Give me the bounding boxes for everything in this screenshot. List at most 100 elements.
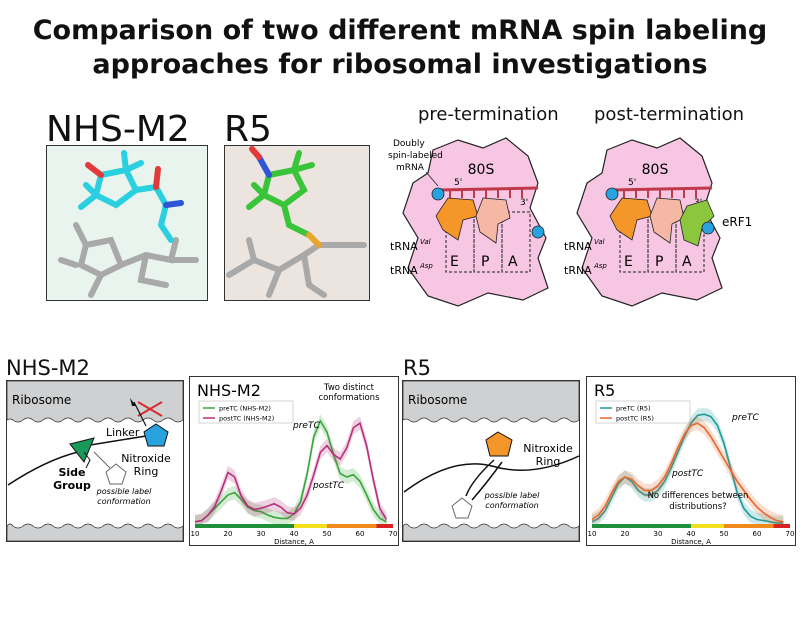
possible-label-2: conformation: [485, 501, 538, 510]
spin-label-3prime: [531, 225, 545, 239]
series-line-1: [591, 422, 784, 523]
nhs-section-heading: NHS-M2: [6, 356, 90, 380]
nitroxide-label-1: Nitroxide: [523, 442, 573, 455]
trna-asp-shape: [649, 197, 685, 244]
x-tick-label: 60: [753, 530, 762, 538]
mrna-label-2: spin-labeled: [388, 151, 443, 161]
nitroxide-ring-pentagon: [485, 431, 513, 457]
figure-title-line2: approaches for ribosomal investigations: [92, 49, 708, 80]
distance-range-bar-3: [773, 524, 790, 528]
pre-termination-diagram: 80S Doubly spin-labeled mRNA 5' 3' E P A…: [388, 137, 549, 307]
ribosome-label: 80S: [468, 162, 495, 178]
pre-termination-title: pre-termination: [418, 104, 559, 125]
mrna-strand: [611, 186, 713, 192]
distance-range-bar-3: [376, 524, 393, 528]
cross-icon: [137, 401, 163, 417]
r5-molecule-image: [224, 145, 370, 301]
swing-arrow-icon: [465, 459, 495, 497]
x-tick-label: 70: [786, 530, 795, 538]
ribosome-label: 80S: [642, 162, 669, 178]
five-prime-label: 5': [454, 178, 462, 188]
nhs-structure-label: NHS-M2: [46, 109, 190, 150]
site-p-label: P: [481, 254, 489, 270]
trna-val-shape: [435, 197, 479, 241]
chart-title: R5: [594, 381, 615, 400]
legend-label-0: preTC (NHS-M2): [219, 405, 271, 413]
legend-label-0: preTC (R5): [616, 405, 651, 413]
ribosome-80s-shape: [576, 137, 723, 307]
trna-asp-sup: Asp: [593, 262, 607, 270]
nhs-molecule-image: [46, 145, 208, 301]
ribosome-80s-shape: [402, 137, 549, 307]
x-tick-label: 30: [257, 530, 266, 538]
erf1-shape: [679, 199, 715, 247]
ribosome-label: Ribosome: [408, 393, 467, 407]
site-a-label: A: [682, 254, 692, 270]
nitroxide-label-1: Nitroxide: [121, 452, 171, 465]
distance-range-bar-1: [294, 524, 327, 528]
nitroxide-label-2: Ring: [134, 465, 159, 478]
side-group-label-1: Side: [58, 466, 85, 479]
chart-frame: [586, 376, 796, 546]
r5-structure-label: R5: [224, 109, 272, 150]
distance-range-bar-1: [691, 524, 724, 528]
x-tick-label: 30: [654, 530, 663, 538]
nitroxide-label-2: Ring: [536, 455, 561, 468]
x-axis-label: Distance, A: [671, 538, 711, 546]
x-tick-label: 50: [323, 530, 332, 538]
site-e-label: E: [624, 254, 633, 270]
nitroxide-ring-pentagon: [143, 423, 169, 447]
series-line-0: [194, 419, 387, 523]
figure-title-line1: Comparison of two different mRNA spin la…: [32, 15, 768, 46]
mrna-backbone: [7, 451, 79, 486]
trna-asp-sup: Asp: [419, 262, 433, 270]
distance-range-bar-0: [592, 524, 691, 528]
linker-label: Linker: [106, 426, 140, 439]
trna-asp-shape: [475, 197, 511, 244]
site-a-label: A: [508, 254, 518, 270]
series-line-1: [194, 421, 388, 523]
x-tick-label: 60: [356, 530, 365, 538]
mrna-label-3: mRNA: [396, 163, 425, 173]
chart-title: NHS-M2: [197, 381, 261, 400]
series-band-0: [592, 407, 784, 524]
annotation-no-difference-2: distributions?: [669, 502, 726, 512]
spin-label-3prime: [701, 221, 715, 235]
annotation-pretc: preTC: [731, 413, 759, 423]
possible-label-1: possible label: [484, 491, 540, 500]
annotation-pretc: preTC: [292, 421, 320, 431]
mrna-label-1: Doubly: [393, 139, 425, 149]
spin-label-5prime: [431, 187, 445, 201]
post-termination-title: post-termination: [594, 104, 745, 125]
x-tick-label: 10: [588, 530, 597, 538]
series-band-0: [195, 414, 387, 524]
distance-range-bar-2: [724, 524, 774, 528]
annotation-two-distinct-2: conformations: [319, 393, 381, 403]
x-tick-label: 40: [687, 530, 696, 538]
possible-label-2: conformation: [97, 497, 150, 506]
distance-range-bar-0: [195, 524, 294, 528]
trna-asp-label: tRNA: [390, 264, 418, 277]
legend-box: [198, 400, 294, 424]
x-tick-label: 70: [389, 530, 398, 538]
mrna-backbone: [403, 455, 580, 493]
x-tick-label: 10: [191, 530, 200, 538]
x-tick-label: 50: [720, 530, 729, 538]
legend-box: [595, 400, 691, 424]
mrna-strand: [437, 186, 539, 192]
chart-frame: [189, 376, 399, 546]
possible-conformation-pentagon: [105, 463, 127, 485]
x-tick-label: 40: [290, 530, 299, 538]
r5-label-schematic: Ribosome Nitroxide Ring possible label c…: [402, 380, 580, 542]
distance-range-bar-2: [327, 524, 377, 528]
side-group-label-2: Group: [53, 479, 91, 492]
spin-label-5prime: [605, 187, 619, 201]
legend-label-1: postTC (NHS-M2): [219, 415, 274, 423]
trna-val-sup: Val: [420, 238, 431, 246]
legend-label-1: postTC (R5): [616, 415, 654, 423]
annotation-posttc: postTC: [312, 481, 345, 491]
ribosome-label: Ribosome: [12, 393, 71, 407]
nhs-label-schematic: Ribosome Linker Side Group Nitroxide Rin…: [6, 380, 184, 542]
